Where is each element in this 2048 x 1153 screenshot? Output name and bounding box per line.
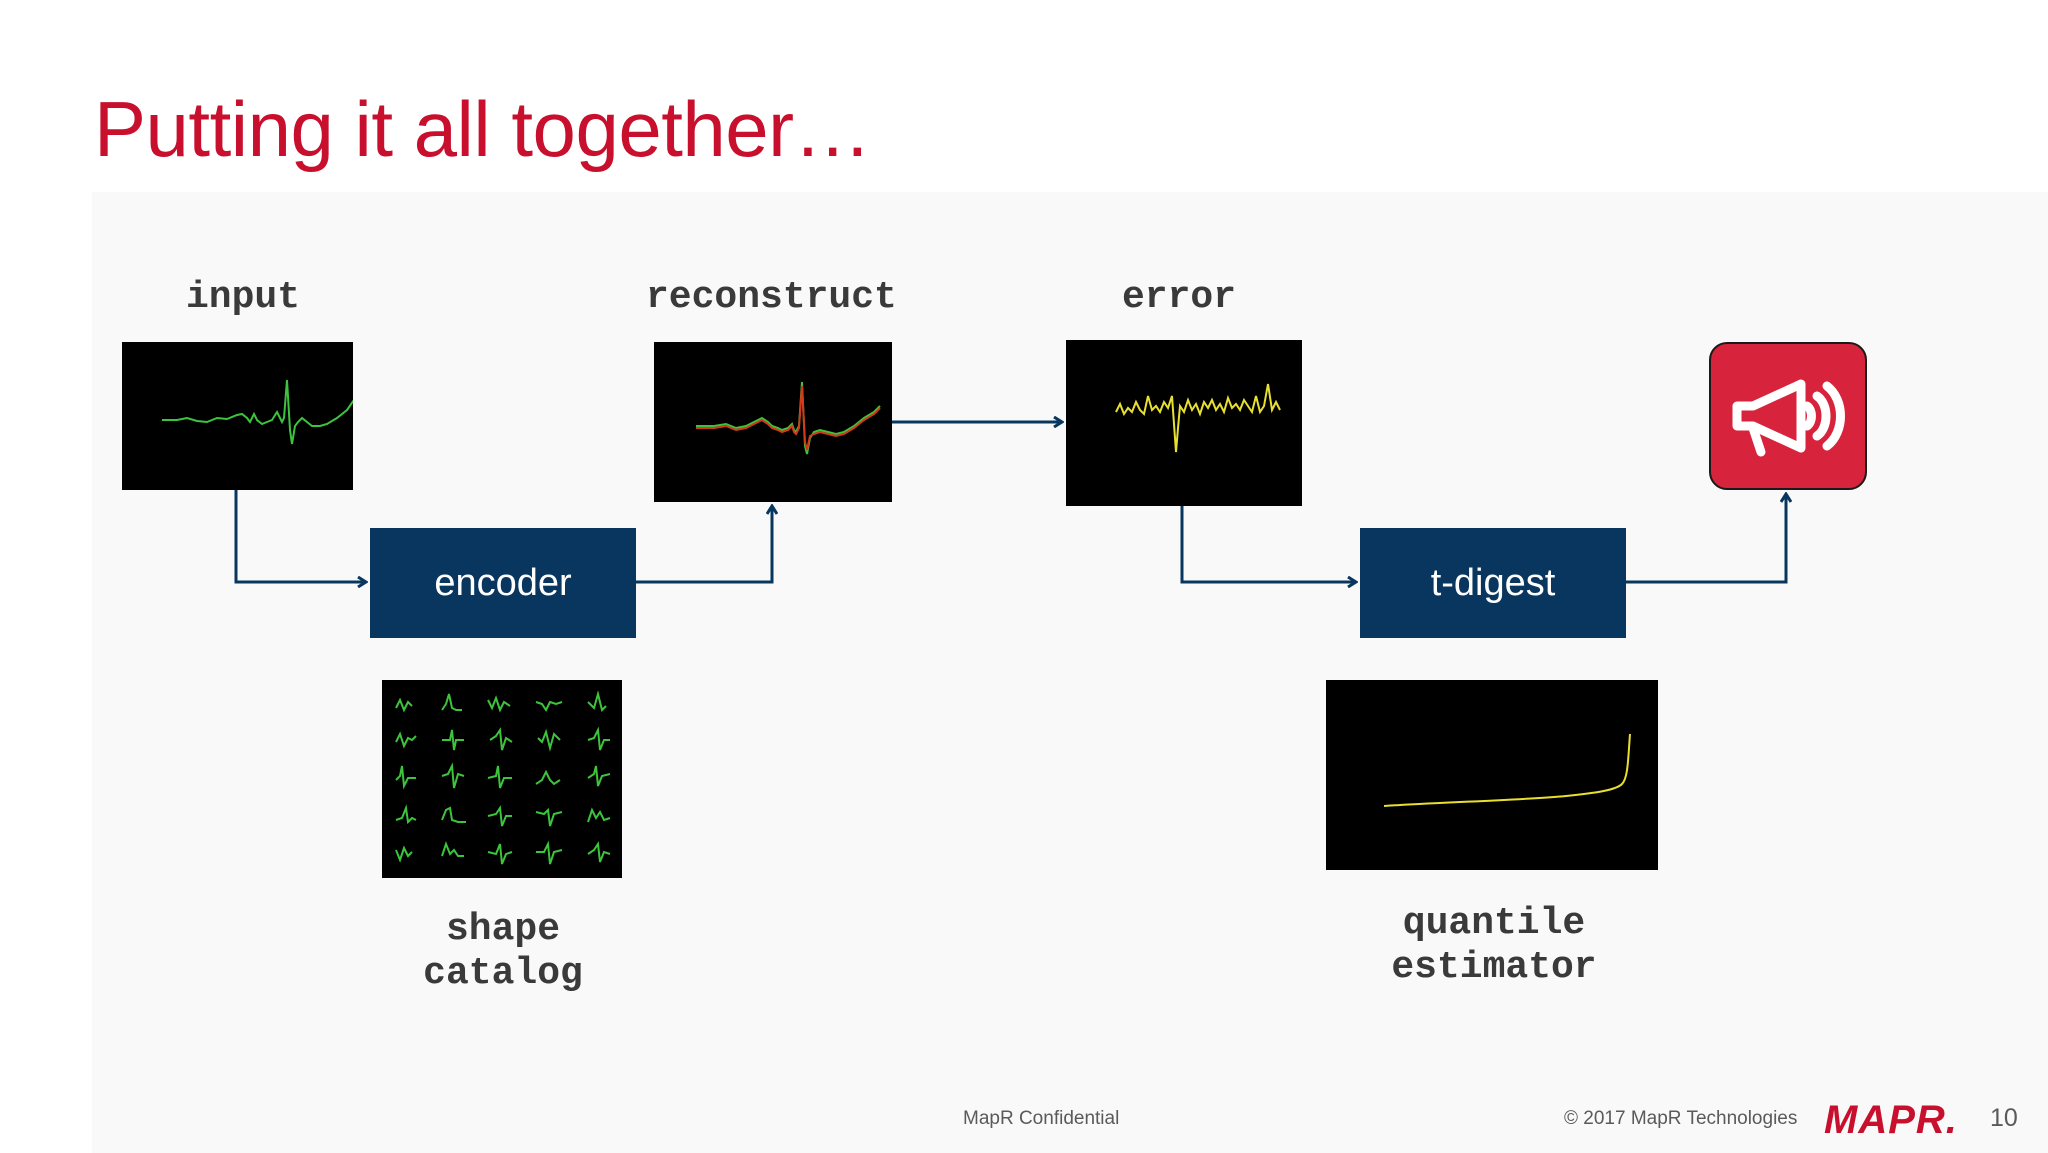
input-signal-panel	[122, 342, 353, 490]
quantile-curve	[1383, 733, 1631, 807]
catalog-shape	[395, 697, 413, 713]
quantile-estimator-panel	[1326, 680, 1658, 870]
shape-catalog-label: shape catalog	[392, 908, 614, 996]
catalog-shape	[535, 700, 563, 712]
catalog-shape	[489, 727, 513, 751]
copyright-text: © 2017 MapR Technologies	[1564, 1108, 1798, 1129]
reconstruct-signal-line-green	[696, 381, 881, 455]
shape-catalog-grid	[395, 690, 611, 865]
catalog-shape	[535, 769, 561, 786]
quantile-estimator-label: quantile estimator	[1372, 902, 1616, 990]
alert-tile	[1709, 342, 1867, 490]
catalog-shape	[536, 840, 563, 865]
megaphone-icon	[1732, 379, 1845, 457]
catalog-shape	[587, 726, 610, 751]
catalog-shape	[487, 843, 513, 865]
error-label: error	[1122, 276, 1237, 319]
quantile-label-line1: quantile	[1402, 902, 1586, 945]
mapr-logo: MAPR.	[1824, 1098, 1958, 1142]
shape-label-line1: shape	[445, 908, 561, 951]
catalog-shape	[587, 690, 607, 712]
catalog-shape	[395, 765, 416, 790]
catalog-shape	[587, 765, 611, 787]
shape-catalog-panel	[382, 680, 622, 878]
reconstruct-label: reconstruct	[646, 276, 897, 319]
slide-title: Putting it all together…	[94, 85, 872, 173]
catalog-shape	[537, 728, 561, 752]
catalog-shape	[395, 731, 417, 749]
catalog-shape	[441, 693, 462, 711]
input-label: input	[186, 276, 301, 319]
catalog-shape	[487, 765, 512, 789]
t-digest-box: t-digest	[1360, 528, 1626, 638]
catalog-shape	[587, 807, 611, 823]
quantile-label-line2: estimator	[1391, 946, 1597, 989]
diagram-background	[92, 192, 2048, 1153]
page-number: 10	[1990, 1104, 2018, 1132]
shape-label-line2: catalog	[423, 952, 583, 995]
catalog-shape	[487, 695, 511, 713]
catalog-shape	[395, 845, 413, 863]
error-signal-line	[1115, 383, 1281, 453]
catalog-shape	[441, 841, 464, 857]
encoder-box: encoder	[370, 528, 636, 638]
reconstruct-signal-panel	[654, 342, 892, 502]
reconstruct-signal-line-red	[696, 385, 881, 451]
catalog-shape	[535, 807, 563, 827]
confidential-text: MapR Confidential	[963, 1108, 1120, 1129]
catalog-shape	[587, 841, 611, 863]
catalog-shape	[442, 729, 464, 751]
input-signal-line	[162, 379, 353, 445]
catalog-shape	[441, 806, 466, 823]
catalog-shape	[441, 762, 465, 789]
error-signal-panel	[1066, 340, 1302, 506]
catalog-shape	[487, 805, 512, 827]
catalog-shape	[395, 804, 417, 825]
